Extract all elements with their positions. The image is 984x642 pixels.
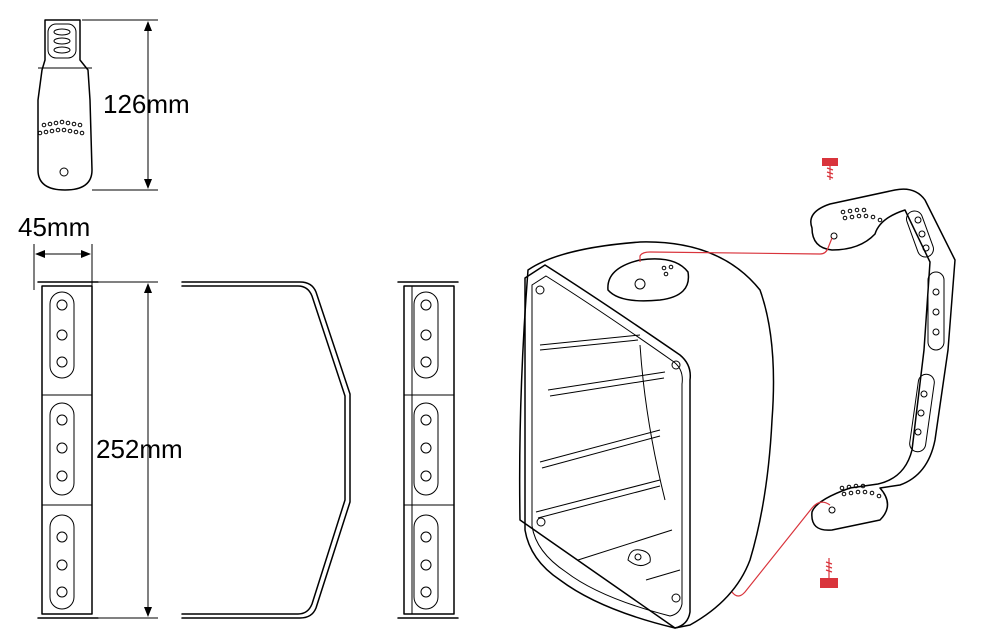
screw-bottom xyxy=(731,501,838,597)
speaker-enclosure xyxy=(518,241,775,629)
screw-icon xyxy=(820,578,838,588)
dimension-252mm: 252mm xyxy=(92,281,183,619)
dimension-45mm: 45mm xyxy=(18,212,93,290)
bracket-top-view xyxy=(37,19,93,191)
slot-group-middle xyxy=(49,402,75,496)
bracket-side-profile xyxy=(181,281,351,619)
bracket-rear-view xyxy=(397,281,459,619)
adjust-hole-array xyxy=(37,119,85,136)
bracket-front-view xyxy=(37,281,99,619)
mounting-bracket-3d xyxy=(810,188,956,531)
screw-icon xyxy=(822,158,838,166)
bracket-lower-holes xyxy=(828,483,882,514)
slot-group-bottom xyxy=(49,514,75,610)
screw-top xyxy=(639,158,838,262)
dimension-label-126mm: 126mm xyxy=(103,89,190,119)
dimension-label-252mm: 252mm xyxy=(96,434,183,464)
bracket-upper-holes xyxy=(830,207,883,240)
slot-group-top xyxy=(49,291,75,379)
dimension-126mm: 126mm xyxy=(82,19,190,191)
dimension-label-45mm: 45mm xyxy=(18,212,90,242)
